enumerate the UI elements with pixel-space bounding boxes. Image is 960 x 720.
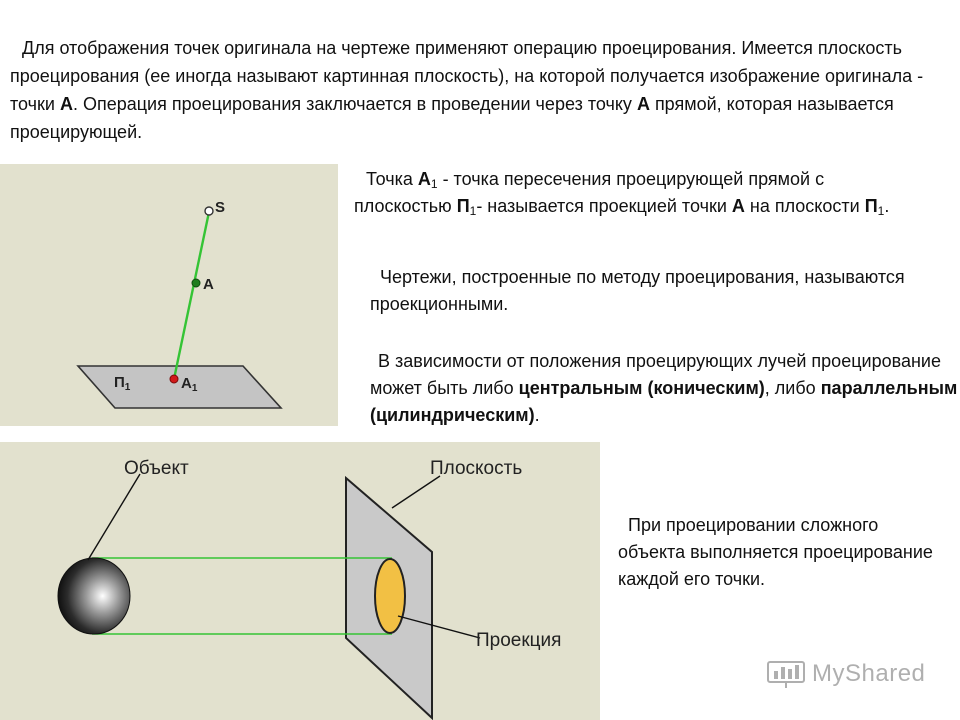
intro-point-a-2: А xyxy=(636,94,650,114)
label-a: A xyxy=(203,276,214,293)
presentation-icon xyxy=(767,661,805,688)
label-a1-sub: 1 xyxy=(192,383,198,394)
intro-text-tail: . Операция проецирования заключается в п… xyxy=(72,94,637,114)
text-pi-letter-2: П xyxy=(864,196,878,216)
point-definition-paragraph: Точка А1 - точка пересечения проецирующе… xyxy=(354,166,914,220)
label-pi: П1 xyxy=(114,374,131,393)
text-definition-2: - называется проекцией точки xyxy=(476,196,732,216)
object-sphere xyxy=(57,557,131,635)
intro-paragraph: Для отображения точек оригинала на черте… xyxy=(10,34,950,146)
label-s: S xyxy=(215,199,225,216)
projecting-ray xyxy=(172,211,211,380)
text-definition-1: - точка пересечения проецирующей прямой … xyxy=(354,169,825,216)
text-pi-sub: 1 xyxy=(469,204,477,218)
parallel-projection-diagram: Объект Плоскость Проекция xyxy=(57,458,561,720)
intro-point-a: А xyxy=(59,94,73,114)
types-text-1: В зависимости от положения проецирующих … xyxy=(370,351,941,398)
text-a-letter-2: А xyxy=(731,196,745,216)
label-object: Объект xyxy=(124,458,189,479)
label-projection: Проекция xyxy=(476,630,561,651)
label-a1: A1 xyxy=(181,375,198,394)
watermark-text: MyShared xyxy=(812,660,926,687)
point-a xyxy=(191,278,201,288)
complex-object-paragraph: При проецировании сложного объекта выпол… xyxy=(618,515,933,589)
text-a-letter: А xyxy=(417,169,431,189)
projection-plane xyxy=(76,365,283,409)
central-projection-diagram: S A П1 A1 xyxy=(76,199,283,409)
text-definition-end: . xyxy=(884,196,890,216)
types-central: центральным (коническим) xyxy=(518,378,765,398)
intro-text: Для отображения точек оригинала на черте… xyxy=(10,38,924,114)
point-s xyxy=(204,206,214,216)
text-pi-sub-2: 1 xyxy=(877,204,885,218)
plane-pointer xyxy=(391,475,441,509)
intro-text-end: прямой, которая называется проецирующей. xyxy=(10,94,894,142)
parallel-projection-figure: Объект Плоскость Проекция xyxy=(0,442,600,720)
object-pointer xyxy=(87,473,141,561)
label-plane: Плоскость xyxy=(430,458,522,479)
label-pi-letter: П xyxy=(114,374,125,391)
text-definition-3: на плоскости xyxy=(744,196,865,216)
label-a1-letter: A xyxy=(181,375,192,392)
point-a1 xyxy=(169,374,179,384)
types-text-2: , либо xyxy=(764,378,821,398)
projection-types-paragraph: В зависимости от положения проецирующих … xyxy=(370,348,960,429)
label-pi-sub: 1 xyxy=(125,382,131,393)
text-a-sub: 1 xyxy=(430,177,438,191)
central-projection-figure: S A П1 A1 xyxy=(0,164,338,426)
text-point-word: Точка xyxy=(366,169,418,189)
types-parallel: параллельным (цилиндрическим) xyxy=(370,378,958,425)
projection-shape xyxy=(374,558,406,634)
projection-pointer xyxy=(397,615,481,639)
drawings-paragraph: Чертежи, построенные по методу проециров… xyxy=(370,267,905,314)
myshared-watermark: MyShared xyxy=(766,656,925,692)
types-text-3: . xyxy=(534,405,540,425)
text-pi-letter: П xyxy=(456,196,470,216)
